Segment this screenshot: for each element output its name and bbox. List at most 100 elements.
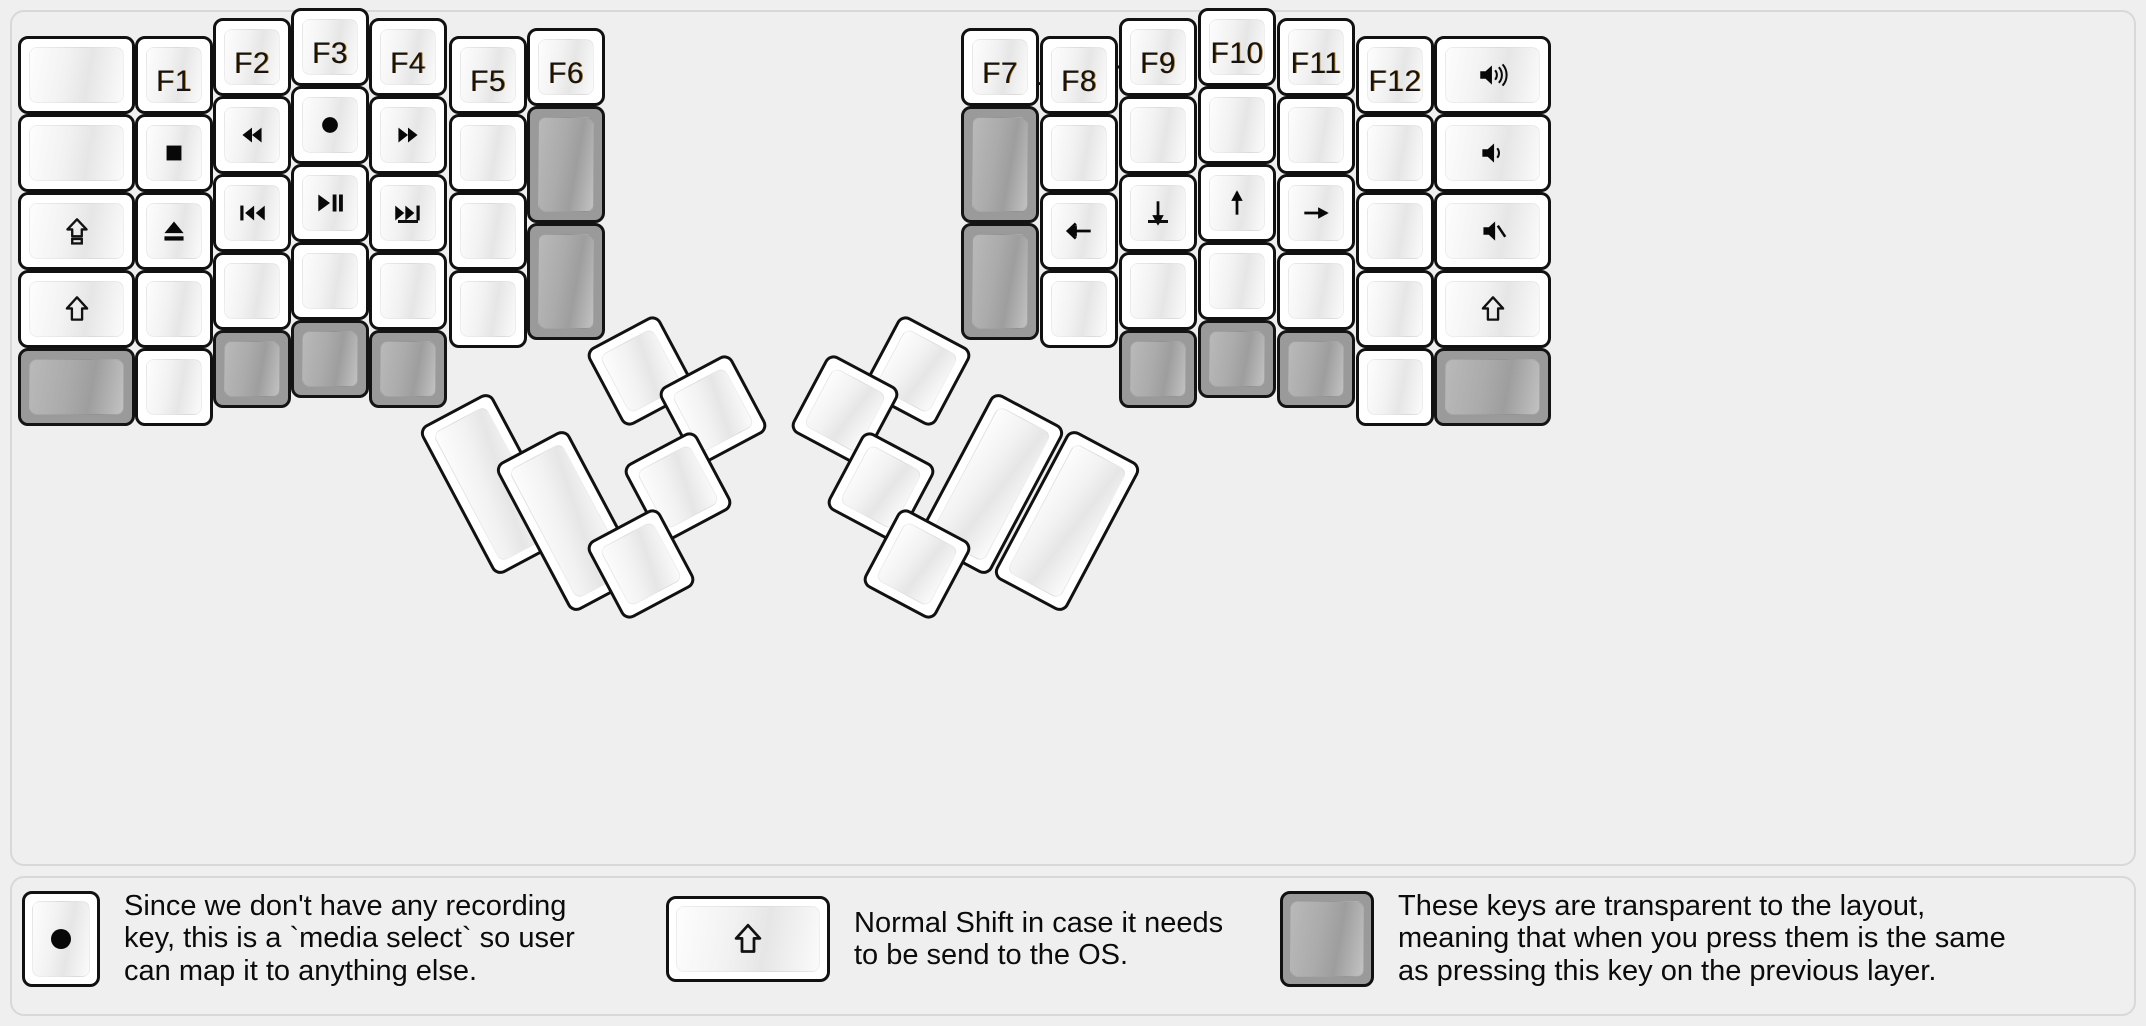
arrow-left-icon — [1062, 214, 1096, 248]
key-right-col-pinky-outer-2[interactable] — [1434, 192, 1551, 270]
key-left-col-ring-1[interactable] — [213, 96, 291, 174]
key-right-col-index-inner-3[interactable] — [1040, 270, 1118, 348]
keycap-surface — [875, 520, 959, 608]
key-left-col-pinky-4[interactable] — [135, 348, 213, 426]
arrow-up-icon — [1220, 186, 1254, 220]
media-fast-forward-icon — [391, 118, 425, 152]
volume-mute-icon — [1476, 214, 1510, 248]
volume-down-icon — [1476, 136, 1510, 170]
key-right-col-pinky-outer-4[interactable] — [1434, 348, 1551, 426]
key-left-col-index-inner-2[interactable] — [449, 192, 527, 270]
key-left-col-index-4[interactable] — [369, 330, 447, 408]
media-stop-icon — [157, 136, 191, 170]
key-right-col-pinky-outer-1[interactable] — [1434, 114, 1551, 192]
keycap-surface — [1051, 125, 1107, 181]
key-right-col-pinky-4[interactable] — [1356, 348, 1434, 426]
legend-item-1: Normal Shift in case it needs to be send… — [666, 896, 1223, 982]
key-left-col-index-inner-3[interactable] — [449, 270, 527, 348]
key-left-col-ring-0[interactable]: F2 — [213, 18, 291, 96]
key-left-col-pinky-3[interactable] — [135, 270, 213, 348]
key-right-col-pinky-1[interactable] — [1356, 114, 1434, 192]
key-right-col-middle-2[interactable] — [1198, 164, 1276, 242]
key-left-col-index-inner-1[interactable] — [449, 114, 527, 192]
key-right-col-pinky-outer-3[interactable] — [1434, 270, 1551, 348]
keycap-surface — [146, 359, 202, 415]
key-left-col-pinky-1[interactable] — [135, 114, 213, 192]
key-left-col-middle-1[interactable] — [291, 86, 369, 164]
key-right-col-inner-most-1[interactable] — [961, 106, 1039, 223]
key-left-col-pinky-outer-3[interactable] — [18, 270, 135, 348]
keycap-surface — [1130, 341, 1186, 397]
key-left-col-middle-0[interactable]: F3 — [291, 8, 369, 86]
keycap-surface — [302, 331, 358, 387]
key-right-col-inner-most-2[interactable] — [961, 223, 1039, 340]
key-right-col-inner-most-0[interactable]: F7 — [961, 28, 1039, 106]
key-right-col-middle-4[interactable] — [1198, 320, 1276, 398]
key-left-col-index-1[interactable] — [369, 96, 447, 174]
key-right-col-index-inner-0[interactable]: F8 — [1040, 36, 1118, 114]
keycap-surface — [1367, 203, 1423, 259]
key-right-col-index-4[interactable] — [1119, 330, 1197, 408]
key-right-col-index-0[interactable]: F9 — [1119, 18, 1197, 96]
key-left-col-ring-4[interactable] — [213, 330, 291, 408]
key-right-col-index-inner-2[interactable] — [1040, 192, 1118, 270]
key-left-col-index-0[interactable]: F4 — [369, 18, 447, 96]
key-right-col-pinky-3[interactable] — [1356, 270, 1434, 348]
key-left-col-pinky-0[interactable]: F1 — [135, 36, 213, 114]
keycap-surface — [1209, 97, 1265, 153]
keycap-surface — [29, 47, 124, 103]
record-circle-icon — [41, 919, 81, 959]
key-left-col-middle-2[interactable] — [291, 164, 369, 242]
key-right-col-ring-2[interactable] — [1277, 174, 1355, 252]
keycap-surface — [599, 520, 683, 608]
key-left-col-index-inner-0[interactable]: F5 — [449, 36, 527, 114]
key-right-col-index-1[interactable] — [1119, 96, 1197, 174]
key-right-col-middle-3[interactable] — [1198, 242, 1276, 320]
media-rewind-icon — [235, 118, 269, 152]
key-left-col-index-3[interactable] — [369, 252, 447, 330]
key-left-col-middle-3[interactable] — [291, 242, 369, 320]
key-underbar-mark — [398, 220, 418, 223]
key-left-col-pinky-2[interactable] — [135, 192, 213, 270]
key-right-col-middle-1[interactable] — [1198, 86, 1276, 164]
key-right-col-index-inner-1[interactable] — [1040, 114, 1118, 192]
key-right-col-pinky-0[interactable]: F12 — [1356, 36, 1434, 114]
keycap-surface — [972, 234, 1028, 329]
key-right-col-ring-4[interactable] — [1277, 330, 1355, 408]
legend-item-0: Since we don't have any recording key, t… — [22, 890, 575, 987]
keycap-surface — [146, 281, 202, 337]
key-label: F3 — [311, 37, 348, 70]
key-right-col-pinky-outer-0[interactable] — [1434, 36, 1551, 114]
key-left-col-ring-3[interactable] — [213, 252, 291, 330]
key-right-col-index-3[interactable] — [1119, 252, 1197, 330]
key-left-col-pinky-outer-2[interactable] — [18, 192, 135, 270]
legend-key-transparent-key-icon — [1280, 890, 1374, 987]
key-right-col-middle-0[interactable]: F10 — [1198, 8, 1276, 86]
key-left-col-inner-most-1[interactable] — [527, 106, 605, 223]
key-left-col-index-2[interactable] — [369, 174, 447, 252]
legend-key-shift-arrow-icon — [666, 896, 830, 982]
key-right-col-ring-0[interactable]: F11 — [1277, 18, 1355, 96]
key-left-col-middle-4[interactable] — [291, 320, 369, 398]
key-left-col-pinky-outer-4[interactable] — [18, 348, 135, 426]
keycap-surface — [302, 253, 358, 309]
key-left-col-inner-most-2[interactable] — [527, 223, 605, 340]
keycap-surface — [1130, 107, 1186, 163]
key-label: F12 — [1368, 65, 1422, 98]
keycap-surface — [1209, 253, 1265, 309]
key-right-col-pinky-2[interactable] — [1356, 192, 1434, 270]
key-left-col-ring-2[interactable] — [213, 174, 291, 252]
keycap-surface — [380, 263, 436, 319]
key-left-col-inner-most-0[interactable]: F6 — [527, 28, 605, 106]
key-right-col-ring-1[interactable] — [1277, 96, 1355, 174]
key-label: F6 — [547, 57, 584, 90]
legend-frame — [10, 876, 2136, 1016]
key-right-col-ring-3[interactable] — [1277, 252, 1355, 330]
keycap-surface — [224, 341, 280, 397]
key-right-col-index-2[interactable] — [1119, 174, 1197, 252]
arrow-down-icon — [1141, 196, 1175, 230]
volume-up-icon — [1476, 58, 1510, 92]
key-left-col-pinky-outer-0[interactable] — [18, 36, 135, 114]
legend-description: These keys are transparent to the layout… — [1398, 890, 2006, 987]
key-left-col-pinky-outer-1[interactable] — [18, 114, 135, 192]
